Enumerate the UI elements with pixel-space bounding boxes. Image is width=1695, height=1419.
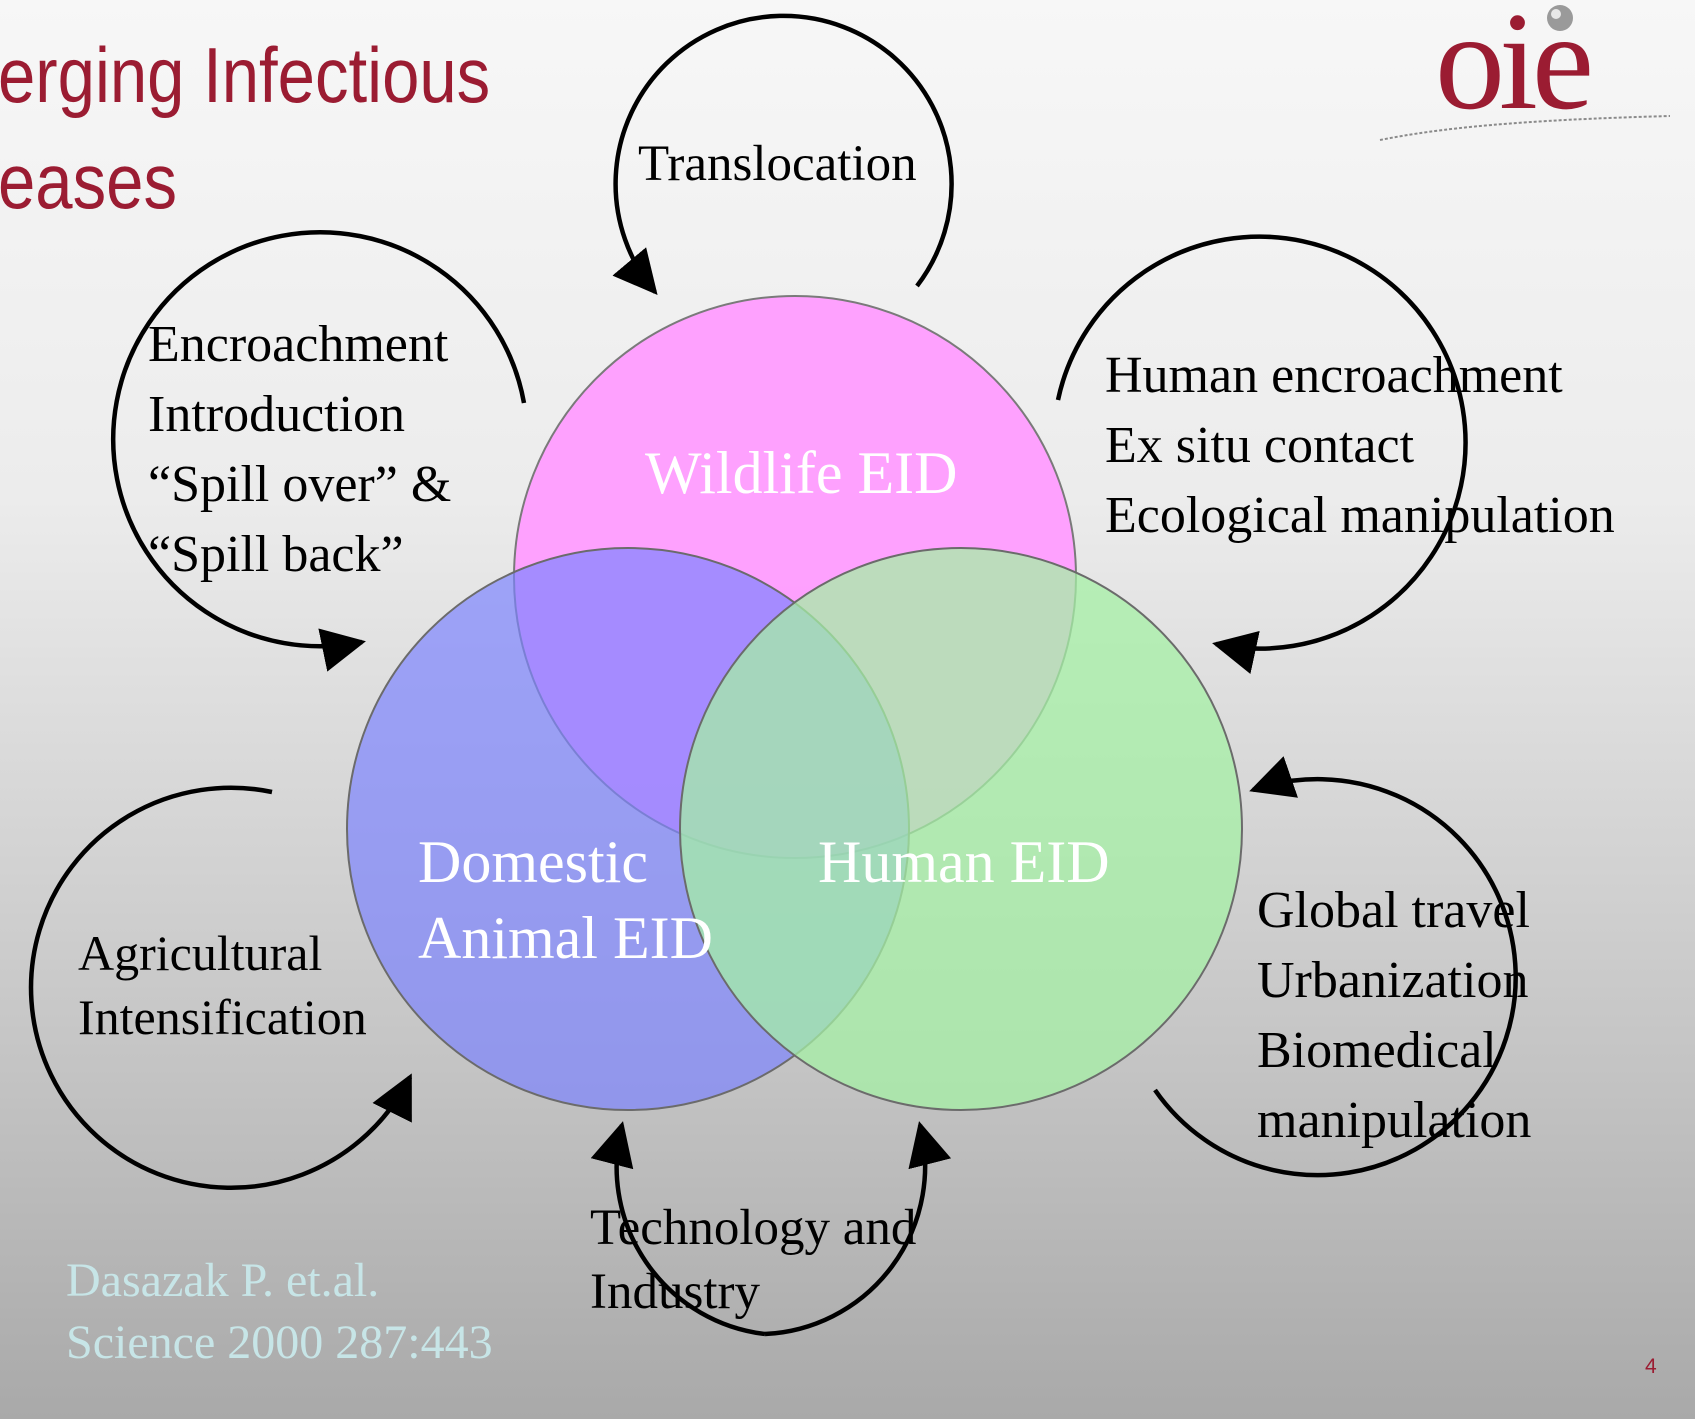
- translocation-label: Translocation: [638, 136, 917, 192]
- logo-text: oie: [1435, 0, 1590, 139]
- oie-logo: oie: [1379, 0, 1671, 141]
- global-travel-arrow: [1153, 756, 1518, 1178]
- encroachment-label: Encroachment Introduction “Spill over” &…: [148, 316, 452, 583]
- page-title: erging Infectious eases: [0, 22, 570, 234]
- citation: Dasazak P. et.al. Science 2000 287:443: [66, 1254, 493, 1369]
- wildlife-eid-label: Wildlife EID: [645, 440, 958, 506]
- human-circle: [679, 547, 1243, 1111]
- technology-arrow-left: [590, 1121, 766, 1337]
- domestic-animal-eid-label: Domestic Animal EID: [418, 829, 713, 971]
- human-encroachment-arrow: [1055, 234, 1468, 674]
- agricultural-arrow: [28, 785, 413, 1191]
- title-line-2: eases: [0, 137, 178, 225]
- human-eid-label: Human EID: [818, 829, 1110, 895]
- translocation-arrow: [612, 13, 954, 296]
- encroachment-arrow: [110, 230, 527, 672]
- agricultural-label: Agricultural Intensification: [78, 925, 367, 1045]
- title-line-1: erging Infectious: [0, 31, 491, 119]
- global-travel-label: Global travel Urbanization Biomedical ma…: [1257, 882, 1532, 1149]
- human-encroachment-label: Human encroachment Ex situ contact Ecolo…: [1105, 347, 1615, 544]
- technology-label: Technology and Industry: [590, 1200, 917, 1320]
- technology-arrow-right: [764, 1121, 952, 1337]
- page-number: 4: [1645, 1355, 1657, 1378]
